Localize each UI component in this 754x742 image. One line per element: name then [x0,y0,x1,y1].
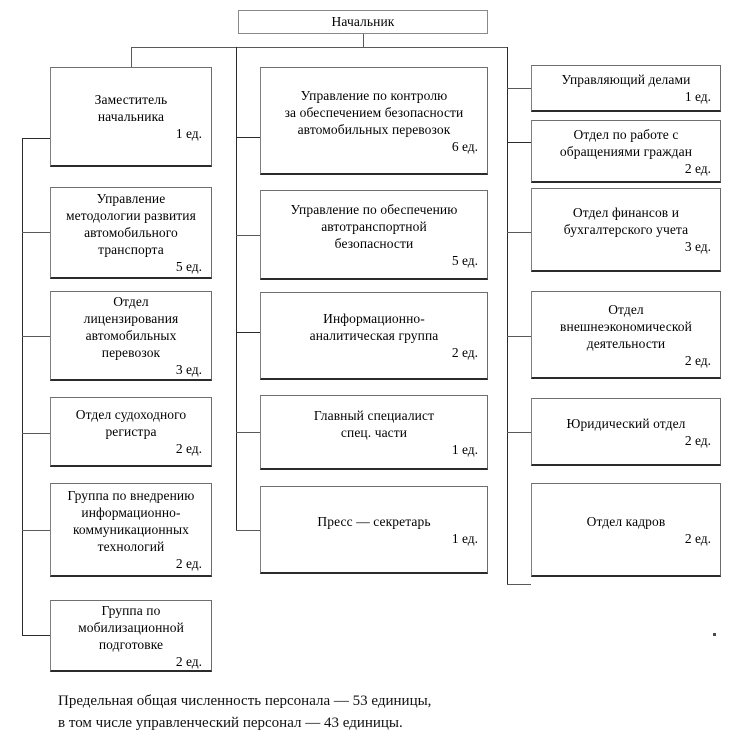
node-middle-3[interactable]: Главный специалист спец. части 1 ед. [260,395,488,470]
node-title: Начальник [331,14,395,29]
node-left-3[interactable]: Отдел судоходного регистра 2 ед. [50,397,212,467]
node-count: 1 ед. [684,89,711,104]
node-title: Отдел внешнеэкономической деятельности [560,301,692,351]
node-title: Управление по контролю за обеспечением б… [284,87,464,137]
connector-middle-stub-2 [236,332,260,333]
connector-left-stub-0 [22,138,50,139]
node-count: 5 ед. [451,252,478,268]
node-count: 5 ед. [175,259,202,274]
node-left-5[interactable]: Группа по мобилизационной подготовке 2 е… [50,600,212,672]
node-middle-2[interactable]: Информационно- аналитическая группа 2 ед… [260,292,488,380]
node-title: Управляющий делами [561,72,691,87]
connector-middle-spine [236,47,237,530]
node-middle-0[interactable]: Управление по контролю за обеспечением б… [260,67,488,175]
node-left-1[interactable]: Управление методологии развития автомоби… [50,187,212,279]
node-title: Отдел кадров [586,513,666,529]
node-count: 2 ед. [684,352,711,368]
connector-middle-stub-0 [236,137,260,138]
connector-main-bus [131,47,508,48]
connector-right-stub-3 [507,336,531,337]
node-left-4[interactable]: Группа по внедрению информационно- комму… [50,483,212,577]
node-count: 6 ед. [451,138,478,154]
node-right-1[interactable]: Отдел по работе с обращениями граждан 2 … [531,120,721,183]
node-title: Отдел судоходного регистра [75,407,187,439]
node-title: Информационно- аналитическая группа [309,311,439,343]
connector-left-spine [22,138,23,635]
node-count: 2 ед. [451,345,478,360]
node-count: 1 ед. [175,126,202,141]
connector-right-stub-1 [507,142,531,143]
node-middle-1[interactable]: Управление по обеспечению автотранспортн… [260,190,488,280]
connector-left-stub-5 [22,635,50,636]
node-right-0[interactable]: Управляющий делами 1 ед. [531,65,721,112]
node-right-3[interactable]: Отдел внешнеэкономической деятельности 2… [531,291,721,379]
node-right-5[interactable]: Отдел кадров 2 ед. [531,483,721,577]
node-count: 2 ед. [175,556,202,571]
node-title: Отдел лицензирования автомобильных перев… [83,294,179,360]
connector-middle-stub-3 [236,432,260,433]
connector-left-stub-4 [22,530,50,531]
connector-right-stub-5 [507,584,531,585]
node-title: Группа по мобилизационной подготовке [78,602,184,652]
connector-left-stub-3 [22,433,50,434]
node-count: 2 ед. [175,441,202,456]
node-title: Юридический отдел [566,415,686,431]
connector-left-stub-1 [22,232,50,233]
node-right-2[interactable]: Отдел финансов и бухгалтерского учета 3 … [531,188,721,272]
node-left-0[interactable]: Заместитель начальника 1 ед. [50,67,212,167]
node-title: Заместитель начальника [94,92,168,124]
node-title: Отдел финансов и бухгалтерского учета [563,205,689,237]
connector-right-stub-4 [507,432,531,433]
node-title: Группа по внедрению информационно- комму… [67,488,195,554]
node-title: Отдел по работе с обращениями граждан [559,126,693,159]
connector-middle-stub-4 [236,530,260,531]
connector-left-stub-2 [22,336,50,337]
connector-right-spine [507,47,508,584]
connector-right-stub-0 [507,88,531,89]
node-count: 1 ед. [451,441,478,457]
node-count: 2 ед. [684,432,711,448]
node-count: 3 ед. [684,239,711,254]
connector-middle-stub-1 [236,235,260,236]
node-root-nachalnik[interactable]: Начальник [238,10,488,34]
connector-right-stub-2 [507,232,531,233]
node-title: Управление по обеспечению автотранспортн… [290,201,458,251]
connector-root-stem [363,34,364,48]
node-count: 1 ед. [451,530,478,546]
connector-bus-to-left [131,47,132,67]
node-title: Главный специалист спец. части [313,407,435,440]
node-title: Управление методологии развития автомоби… [66,191,196,257]
node-left-2[interactable]: Отдел лицензирования автомобильных перев… [50,291,212,381]
node-count: 2 ед. [684,160,711,176]
node-title: Пресс — секретарь [317,513,431,529]
summary-caption: Предельная общая численность персонала —… [58,693,432,731]
node-right-4[interactable]: Юридический отдел 2 ед. [531,398,721,466]
node-count: 3 ед. [175,362,202,377]
node-count: 2 ед. [175,653,202,669]
node-count: 2 ед. [684,530,711,546]
stray-dot-mark [713,633,716,636]
node-middle-4[interactable]: Пресс — секретарь 1 ед. [260,486,488,574]
